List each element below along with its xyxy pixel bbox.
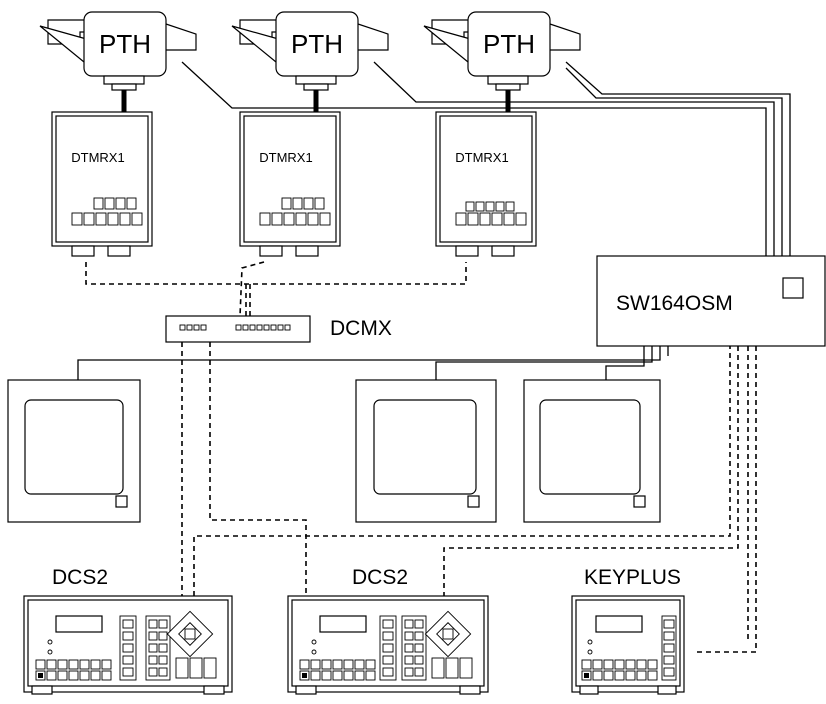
camera-2: PTH (231, 11, 389, 122)
receiver-2: DTMRX1 (239, 111, 341, 257)
camera-3-label: PTH (483, 29, 535, 59)
keyboard-dcs2-1: DCS2 (23, 566, 233, 695)
camera-3: PTH (423, 11, 581, 122)
camera-1: PTH (39, 11, 197, 122)
receiver-2-terminals (259, 197, 331, 226)
keyboard-2-label: DCS2 (352, 566, 408, 589)
monitor-3 (523, 379, 661, 523)
receiver-1: DTMRX1 (51, 111, 153, 257)
switcher-label: SW164OSM (616, 292, 733, 315)
switcher-indicator (782, 277, 804, 299)
receiver-2-label: DTMRX1 (259, 150, 312, 165)
monitor-2 (355, 379, 497, 523)
camera-2-label: PTH (291, 29, 343, 59)
keyboard-2-joystick (424, 610, 473, 679)
receiver-1-terminals (71, 197, 143, 226)
receiver-3-label: DTMRX1 (455, 150, 508, 165)
keyplus-keypad (581, 659, 658, 681)
monitor-1 (7, 379, 141, 523)
keyplus-label: KEYPLUS (584, 566, 681, 589)
receiver-1-label: DTMRX1 (71, 150, 124, 165)
data-converter-dcmx: DCMX (165, 315, 392, 343)
keyboard-keyplus: KEYPLUS (571, 566, 685, 695)
switcher-sw164osm: SW164OSM (596, 255, 826, 347)
keyboard-1-label: DCS2 (52, 566, 108, 589)
dcmx-ports (179, 324, 291, 331)
keyplus-column-keys (661, 615, 677, 681)
keyboard-dcs2-2: DCS2 (287, 566, 489, 695)
keyboard-1-keypad (35, 659, 112, 681)
keyboard-2-column-keys (379, 615, 427, 681)
receiver-3-terminals (455, 201, 527, 226)
solid-cables (77, 61, 791, 380)
dcmx-label: DCMX (330, 317, 392, 340)
keyboard-1-joystick (166, 610, 217, 679)
camera-1-label: PTH (99, 29, 151, 59)
keyboard-2-keypad (299, 659, 376, 681)
keyboard-1-column-keys (119, 615, 171, 681)
dashed-cables (85, 261, 757, 653)
receiver-3: DTMRX1 (435, 111, 537, 257)
